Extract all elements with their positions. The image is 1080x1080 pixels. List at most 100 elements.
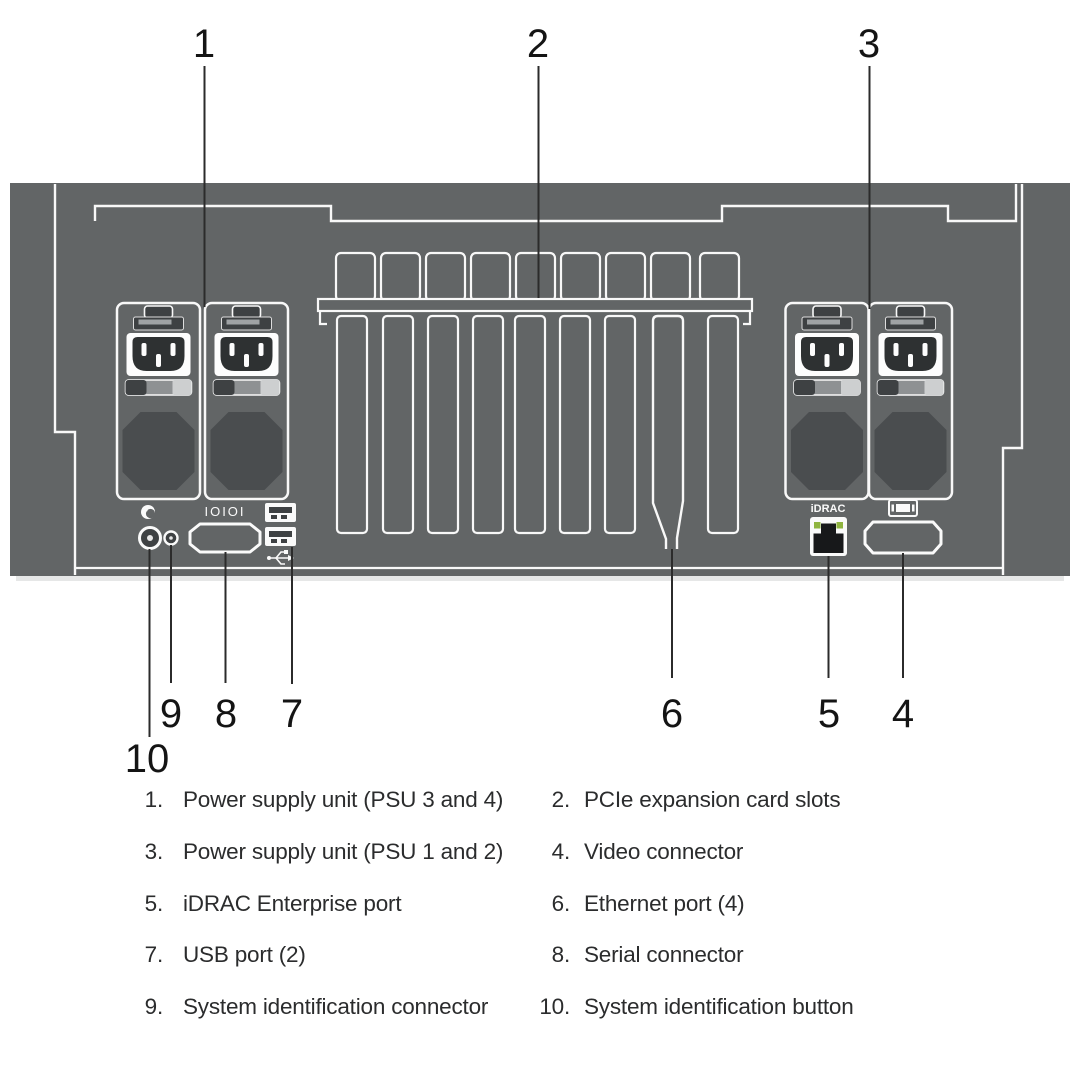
psu-bay-outline (203, 301, 290, 501)
legend-item-label: PCIe expansion card slots (584, 787, 841, 812)
legend-item-number: 8. (551, 942, 571, 968)
legend-column-right: 2. PCIe expansion card slots 4. Video co… (532, 786, 854, 1020)
psu-unit-3 (784, 301, 870, 501)
id-icon-cut (145, 508, 156, 519)
vga-dsub-outline (863, 520, 943, 555)
pcie-expansion-slot (603, 314, 637, 535)
psu-strip-light (260, 380, 280, 395)
psu-handle (231, 305, 262, 319)
system-id-indicator-icon (141, 505, 156, 519)
usb-port-slot (269, 507, 292, 513)
legend-item-number: 9. (144, 994, 164, 1019)
retention-bar (316, 297, 754, 313)
psu-fan-octagon (791, 412, 863, 490)
legend-item-7: 7. USB port (2) (125, 941, 503, 968)
psu-bays (115, 301, 954, 501)
psu-handle (143, 305, 174, 319)
legend-item-number: 7. (144, 942, 164, 968)
callout-number-4: 4 (892, 692, 914, 736)
psu-strip-light (924, 380, 944, 395)
callout-number-5: 5 (818, 692, 840, 736)
chassis-shadow (16, 576, 1064, 581)
serial-connector: IOIOI (188, 504, 262, 554)
idrac-led-right (836, 522, 843, 529)
system-id-button-center (147, 535, 153, 541)
psu-strip-dark (877, 380, 899, 395)
callout-lines (148, 66, 904, 737)
monitor-icon (888, 499, 918, 517)
psu-latch-highlight (226, 319, 260, 325)
legend-item-label: System identification button (584, 994, 854, 1019)
usb-port-slot (269, 531, 292, 537)
system-id-connector-center (169, 536, 173, 540)
callout-number-10: 10 (125, 737, 170, 781)
psu-strip-dark (213, 380, 235, 395)
psu-latch-highlight (807, 319, 840, 325)
system-id-connector (163, 530, 179, 546)
psu-socket-pin (244, 354, 249, 367)
legend-item-label: Ethernet port (4) (584, 890, 745, 916)
top-cover-seam (93, 184, 1018, 223)
psu-strip-dark (794, 380, 815, 395)
legend-item-4: 4. Video connector (532, 838, 854, 865)
usb-trident-icon (267, 550, 294, 565)
legend-item-6: 6. Ethernet port (4) (532, 890, 854, 917)
legend-item-number: 10. (539, 994, 570, 1019)
psu-fan-octagon (210, 412, 283, 490)
retention-bar-left-hook (318, 311, 327, 326)
pcie-expansion-slot (471, 314, 505, 535)
callout-number-6: 6 (661, 692, 683, 736)
usb-port-top (265, 503, 296, 522)
callout-number-9: 9 (160, 692, 182, 736)
idrac-led-left (814, 522, 821, 529)
legend-item-number: 4. (551, 838, 571, 864)
legend-item-number: 1. (144, 787, 164, 812)
pcie-expansion-slot (706, 314, 740, 535)
retention-bar-right-hook (743, 311, 752, 326)
psu-fan-octagon (122, 412, 195, 490)
idrac-port: iDRAC (810, 503, 847, 556)
legend-item-10: 10. System identification button (532, 993, 854, 1020)
left-io-group: IOIOI (138, 503, 296, 565)
callout-number-3: 3 (858, 22, 880, 66)
psu-latch-highlight (138, 319, 172, 325)
psu-strip-dark (125, 380, 147, 395)
legend-column-left: 1. Power supply unit (PSU 3 and 4) 3. Po… (125, 786, 504, 1020)
left-ear-seam (53, 184, 77, 575)
legend-item-8: 8. Serial connector (532, 941, 854, 968)
psu-fan-octagon (874, 412, 947, 490)
pcie-expansion-slot (558, 314, 592, 535)
pcie-retention-bar (316, 297, 754, 326)
legend-item-label: Video connector (584, 838, 744, 864)
callout-numbers: 1 2 3 4 5 6 7 8 9 10 (125, 22, 914, 781)
usb-port-pin (271, 539, 277, 543)
idrac-rj45-jack (813, 523, 844, 553)
legend-item-label: System identification connector (183, 994, 489, 1019)
legend-item-label: Power supply unit (PSU 3 and 4) (183, 787, 504, 812)
legend-item-label: USB port (2) (183, 942, 306, 968)
callout-number-1: 1 (193, 22, 215, 66)
usb-port-pin (271, 515, 277, 519)
serial-port-label: IOIOI (204, 504, 245, 519)
legend-item-number: 5. (144, 890, 164, 916)
legend-item-number: 6. (551, 890, 571, 916)
psu-unit-1 (115, 301, 202, 501)
pcie-expansion-slot (381, 314, 415, 535)
legend-item-label: Serial connector (584, 942, 744, 968)
legend-item-label: iDRAC Enterprise port (183, 890, 402, 916)
callout-number-8: 8 (215, 692, 237, 736)
pcie-expansion-slot (426, 314, 460, 535)
psu-socket-pin (156, 354, 161, 367)
id-icon-dot (144, 508, 148, 512)
legend-item-5: 5. iDRAC Enterprise port (125, 890, 503, 917)
psu-socket-pin (170, 343, 176, 356)
psu-bay-outline (115, 301, 202, 501)
usb-port-pin (281, 539, 287, 543)
usb-ports (265, 503, 296, 565)
psu-handle (812, 305, 842, 319)
psu-socket-pin (141, 343, 147, 356)
serial-dsub-outline (188, 522, 262, 554)
psu-unit-2 (203, 301, 290, 501)
